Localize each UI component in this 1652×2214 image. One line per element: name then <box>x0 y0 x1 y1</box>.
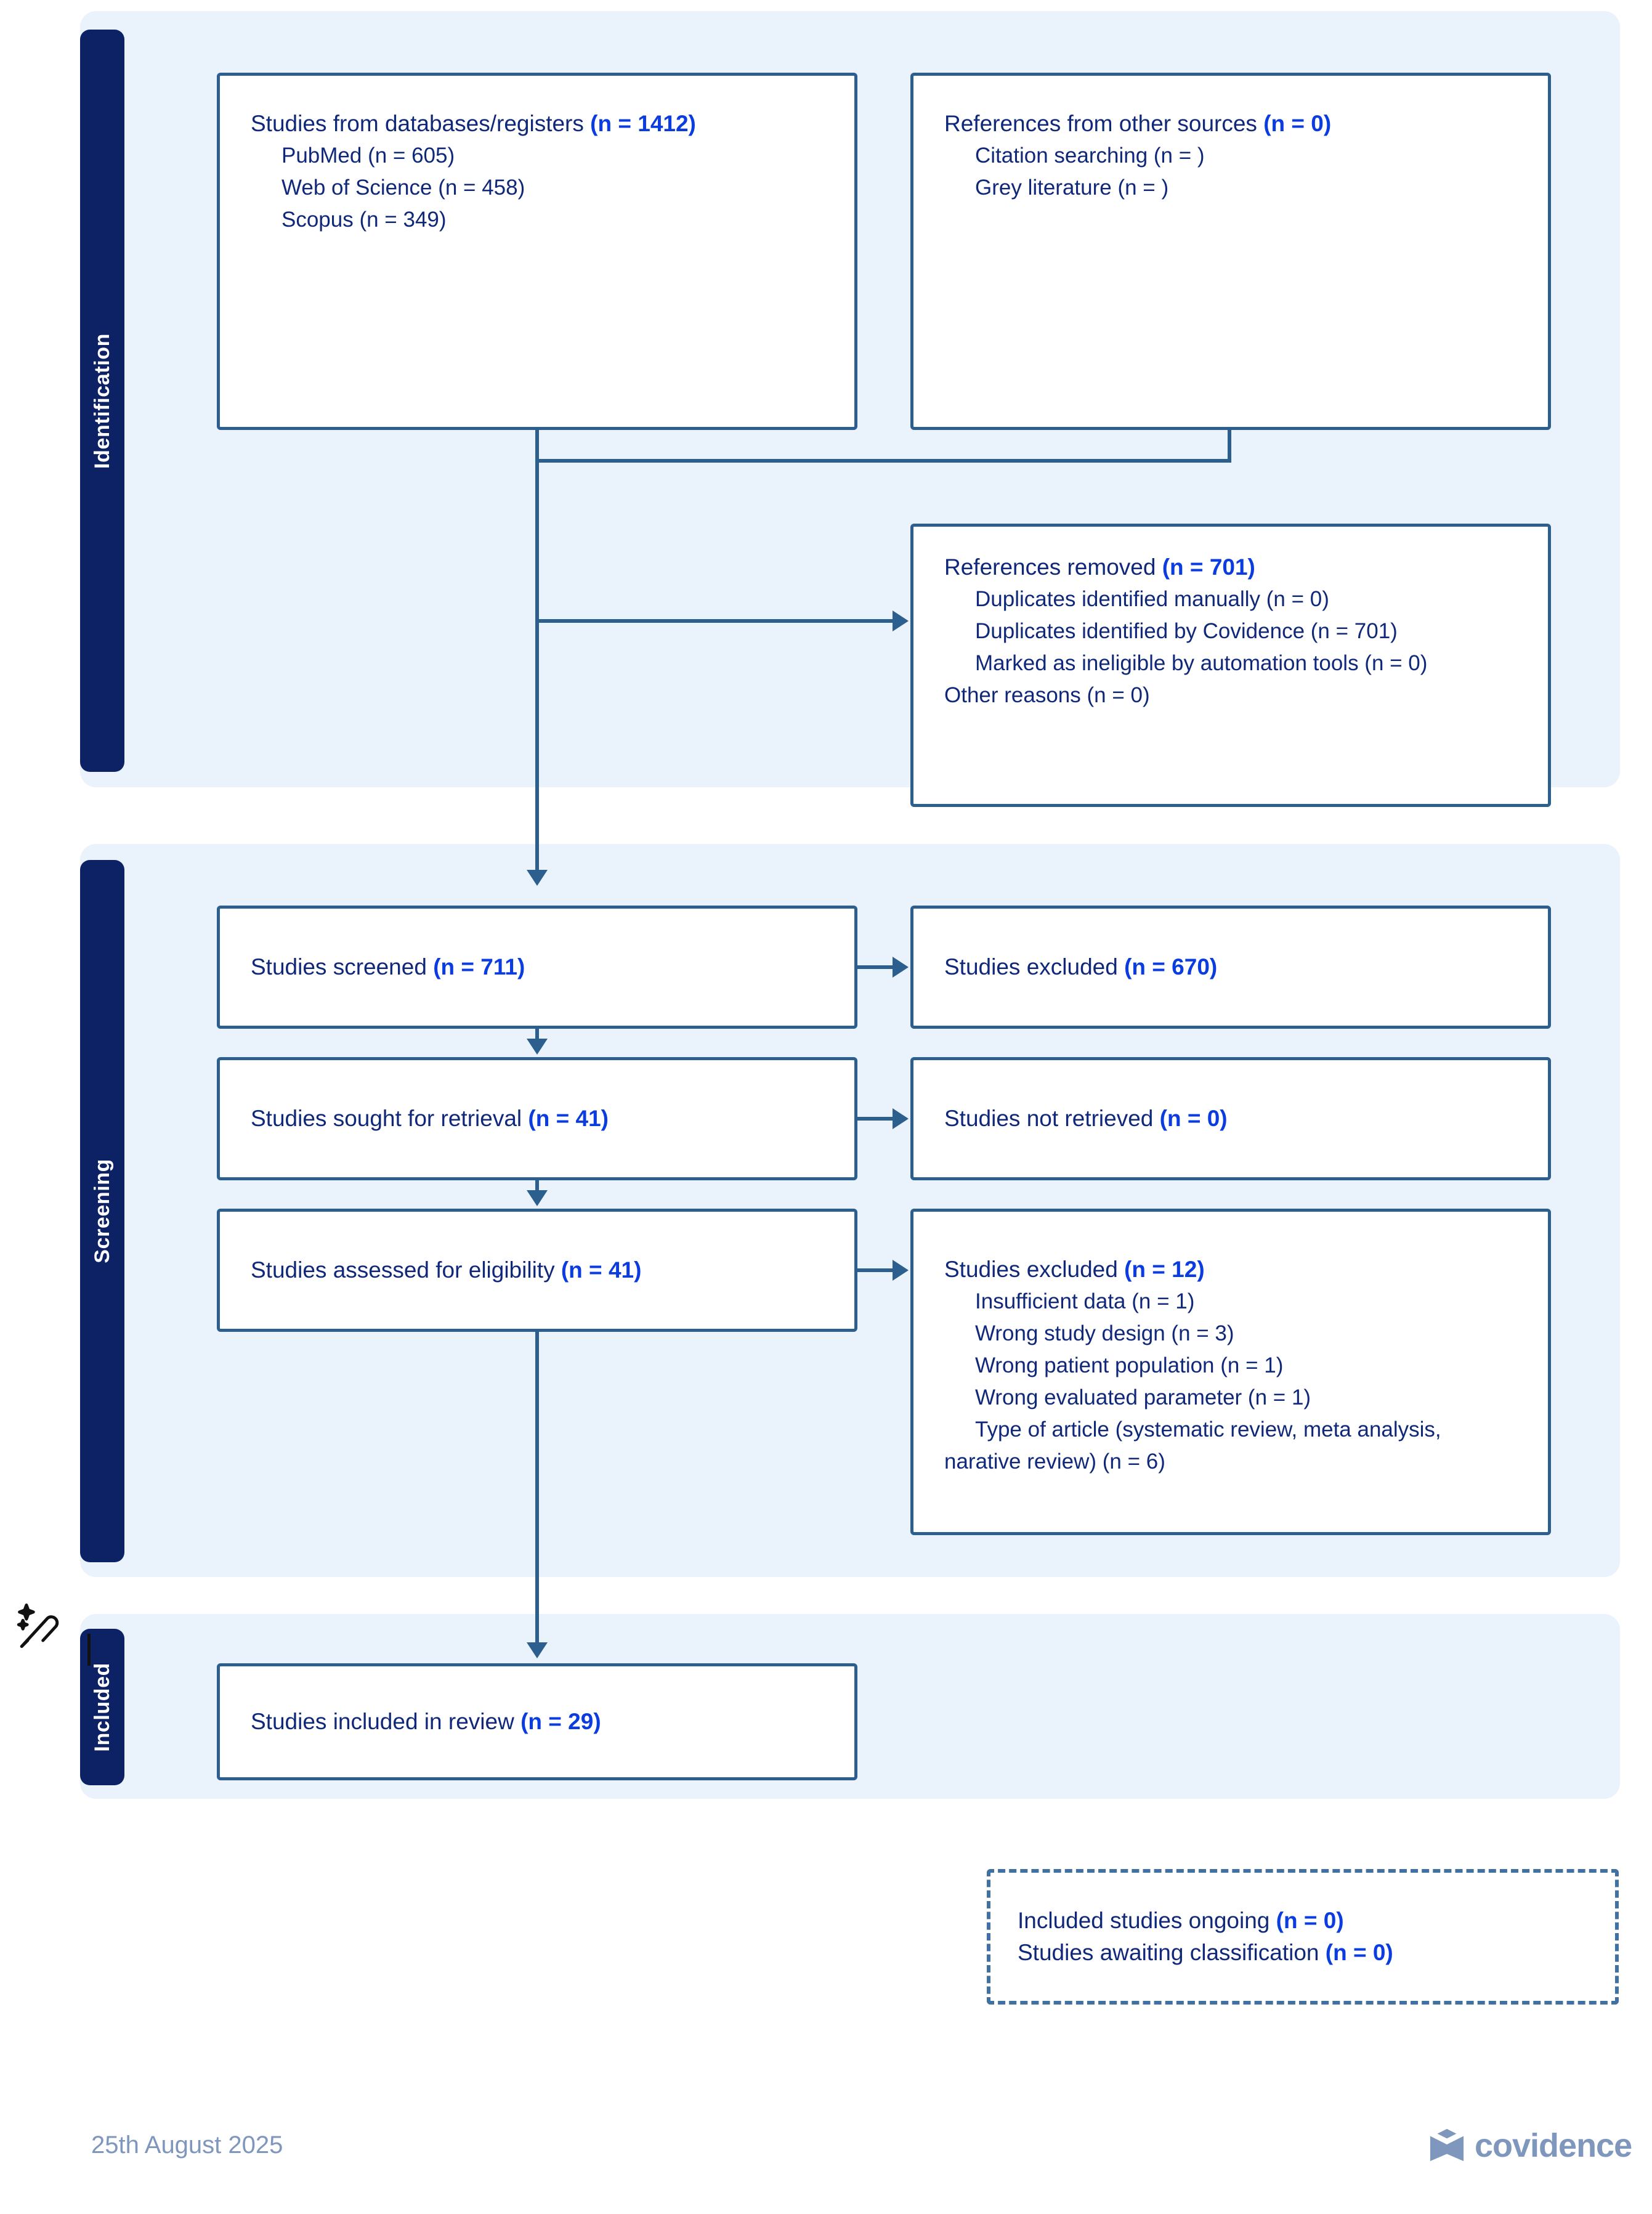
arrow-right-to-not-retrieved <box>893 1108 909 1129</box>
section-tab-screening-label: Screening <box>90 1159 114 1263</box>
box-studies-excluded-eligibility-item: Insufficient data (n = 1) <box>975 1289 1195 1313</box>
box-references-removed-item: Duplicates identified by Covidence (n = … <box>975 619 1398 643</box>
connector-main-spine-identification <box>535 459 539 872</box>
box-ongoing-line: Included studies ongoing (n = 0) <box>1018 1905 1598 1937</box>
box-studies-not-retrieved-line: Studies not retrieved (n = 0) <box>944 1103 1531 1135</box>
section-tab-included-label: Included <box>90 1662 114 1752</box>
box-studies-excluded-eligibility-title-line: Studies excluded (n = 12) <box>944 1254 1531 1286</box>
box-awaiting-label: Studies awaiting classification <box>1018 1940 1319 1965</box>
connector-screened-to-excluded <box>857 965 894 969</box>
box-databases-item: Web of Science (n = 458) <box>281 176 525 200</box>
connector-databases-down <box>535 430 539 481</box>
box-studies-not-retrieved-count: (n = 0) <box>1159 1106 1228 1131</box>
arrow-right-to-excluded-eligibility <box>893 1260 909 1281</box>
box-awaiting-count: (n = 0) <box>1325 1940 1393 1965</box>
box-studies-assessed-for-eligibility: Studies assessed for eligibility (n = 41… <box>217 1209 857 1332</box>
box-databases-title-line: Studies from databases/registers (n = 14… <box>251 108 837 140</box>
box-studies-from-databases: Studies from databases/registers (n = 14… <box>217 73 857 430</box>
covidence-logo: covidence <box>1428 2127 1632 2165</box>
box-references-other-sources: References from other sources (n = 0) Ci… <box>910 73 1551 430</box>
box-references-removed-title: References removed <box>944 554 1156 580</box>
box-other-sources-title-line: References from other sources (n = 0) <box>944 108 1531 140</box>
box-studies-excluded-eligibility-item: Wrong patient population (n = 1) <box>975 1353 1284 1377</box>
connector-assessed-to-excluded <box>857 1268 894 1272</box>
box-references-removed: References removed (n = 701) Duplicates … <box>910 524 1551 807</box>
arrow-down-to-screened <box>527 870 548 886</box>
box-studies-not-retrieved: Studies not retrieved (n = 0) <box>910 1057 1551 1180</box>
box-studies-excluded-screening: Studies excluded (n = 670) <box>910 906 1551 1029</box>
box-studies-excluded-eligibility: Studies excluded (n = 12) Insufficient d… <box>910 1209 1551 1535</box>
box-awaiting-line: Studies awaiting classification (n = 0) <box>1018 1937 1598 1969</box>
arrow-down-to-sought <box>527 1039 548 1055</box>
covidence-book-logo-icon <box>1428 2128 1466 2163</box>
box-databases-count: (n = 1412) <box>590 111 696 136</box>
footer-date: 25th August 2025 <box>91 2131 283 2159</box>
box-studies-screened-line: Studies screened (n = 711) <box>251 951 837 983</box>
box-studies-included-line: Studies included in review (n = 29) <box>251 1706 837 1738</box>
box-references-removed-item: Duplicates identified manually (n = 0) <box>975 587 1329 611</box>
box-other-sources-count: (n = 0) <box>1263 111 1332 136</box>
section-tab-included: Included <box>80 1629 124 1785</box>
connector-to-references-removed <box>535 619 894 623</box>
box-ongoing-count: (n = 0) <box>1276 1908 1344 1933</box>
box-studies-included-title: Studies included in review <box>251 1709 514 1734</box>
box-studies-included-count: (n = 29) <box>520 1709 601 1734</box>
box-databases-item: PubMed (n = 605) <box>281 144 455 168</box>
box-references-removed-item: Marked as ineligible by automation tools… <box>975 651 1428 675</box>
box-studies-assessed-line: Studies assessed for eligibility (n = 41… <box>251 1254 837 1286</box>
box-databases-title: Studies from databases/registers <box>251 111 584 136</box>
connector-assessed-to-included <box>535 1332 539 1646</box>
box-databases-item: Scopus (n = 349) <box>281 208 447 232</box>
box-studies-excluded-screening-title: Studies excluded <box>944 954 1118 979</box>
box-studies-sought-line: Studies sought for retrieval (n = 41) <box>251 1103 837 1135</box>
box-studies-not-retrieved-title: Studies not retrieved <box>944 1106 1154 1131</box>
box-studies-excluded-eligibility-item: Wrong evaluated parameter (n = 1) <box>975 1385 1311 1409</box>
box-ongoing-label: Included studies ongoing <box>1018 1908 1270 1933</box>
box-ongoing-awaiting: Included studies ongoing (n = 0) Studies… <box>987 1869 1619 2005</box>
covidence-wordmark: covidence <box>1475 2127 1632 2164</box>
box-studies-excluded-eligibility-count: (n = 12) <box>1124 1257 1205 1282</box>
connector-sought-to-assessed <box>535 1180 539 1193</box>
box-references-removed-item: Other reasons (n = 0) <box>944 683 1150 707</box>
arrow-right-to-excluded-screening <box>893 957 909 978</box>
box-studies-assessed-count: (n = 41) <box>561 1257 642 1283</box>
box-studies-included-in-review: Studies included in review (n = 29) <box>217 1663 857 1780</box>
section-tab-screening: Screening <box>80 860 124 1562</box>
box-studies-excluded-eligibility-title: Studies excluded <box>944 1257 1118 1282</box>
connector-other-sources-down <box>1228 430 1231 461</box>
connector-identification-bridge <box>535 459 1231 463</box>
box-studies-screened-count: (n = 711) <box>433 954 525 979</box>
box-studies-excluded-eligibility-item: Wrong study design (n = 3) <box>975 1321 1234 1345</box>
box-studies-excluded-screening-line: Studies excluded (n = 670) <box>944 951 1531 983</box>
box-other-sources-item: Grey literature (n = ) <box>975 176 1169 200</box>
text-caret <box>87 1634 91 1666</box>
box-studies-assessed-title: Studies assessed for eligibility <box>251 1257 555 1283</box>
box-studies-screened: Studies screened (n = 711) <box>217 906 857 1029</box>
section-tab-identification-label: Identification <box>90 333 114 469</box>
magic-wand-pointer-icon <box>11 1597 68 1656</box>
connector-sought-to-not-retrieved <box>857 1117 894 1121</box>
arrow-down-to-included <box>527 1642 548 1658</box>
box-studies-screened-title: Studies screened <box>251 954 427 979</box>
arrow-down-to-assessed <box>527 1190 548 1206</box>
box-references-removed-count: (n = 701) <box>1162 554 1255 580</box>
section-tab-identification: Identification <box>80 30 124 772</box>
box-references-removed-title-line: References removed (n = 701) <box>944 551 1531 583</box>
box-studies-excluded-eligibility-item: narative review) (n = 6) <box>944 1450 1165 1474</box>
box-studies-sought-title: Studies sought for retrieval <box>251 1106 522 1131</box>
connector-screened-to-sought <box>535 1029 539 1041</box>
box-other-sources-title: References from other sources <box>944 111 1257 136</box>
box-studies-excluded-screening-count: (n = 670) <box>1124 954 1218 979</box>
box-other-sources-item: Citation searching (n = ) <box>975 144 1205 168</box>
box-studies-excluded-eligibility-item: Type of article (systematic review, meta… <box>975 1417 1441 1442</box>
box-studies-sought-for-retrieval: Studies sought for retrieval (n = 41) <box>217 1057 857 1180</box>
arrow-right-to-references-removed <box>893 610 909 631</box>
box-studies-sought-count: (n = 41) <box>528 1106 609 1131</box>
